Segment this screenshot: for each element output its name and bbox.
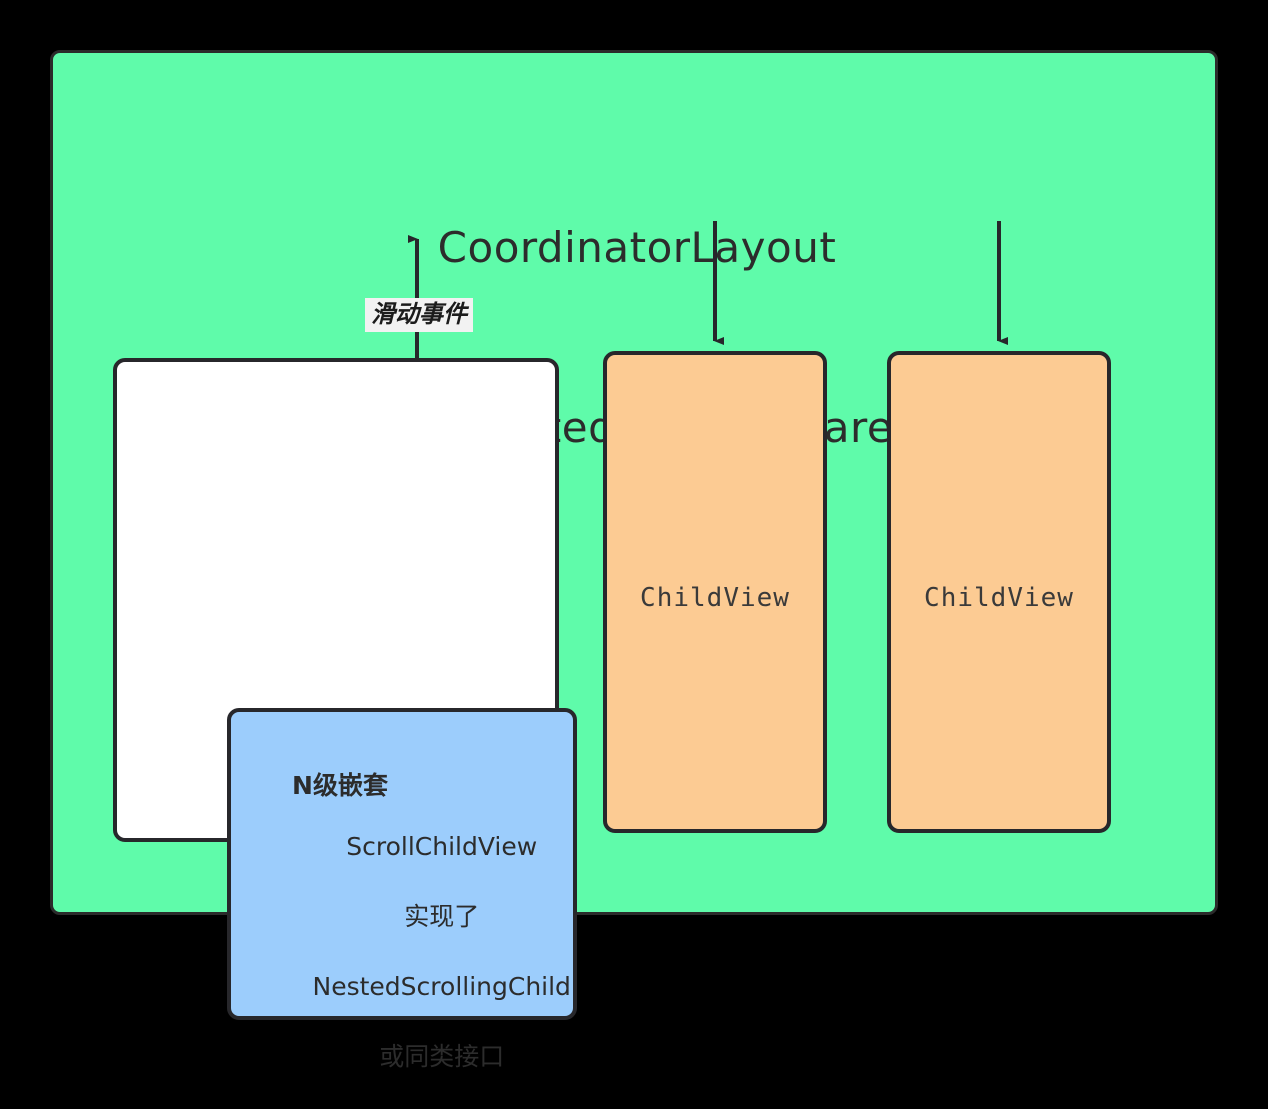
scroll-child-line-4: 或同类接口 — [379, 1042, 505, 1071]
scroll-child-line-3: NestedScrollingChild — [312, 972, 571, 1001]
scroll-child-line-2: 实现了 — [404, 902, 480, 931]
diagram-canvas: CoordinatorLayout 实现了NestedScrollingPare… — [50, 50, 1218, 1071]
child-view-label-2: ChildView — [924, 583, 1074, 613]
child-view-box-1: ChildView — [603, 351, 827, 833]
scroll-child-view-box: ScrollChildView 实现了 NestedScrollingChild… — [227, 708, 577, 1071]
title-line-1: CoordinatorLayout — [437, 223, 837, 272]
coordinator-layout-panel: CoordinatorLayout 实现了NestedScrollingPare… — [50, 50, 1218, 1071]
edge-label-scroll-event: 滑动事件 — [365, 298, 473, 332]
nested-container-footer-label: N级嵌套 — [292, 771, 388, 800]
child-view-label-1: ChildView — [640, 583, 790, 613]
child-view-box-2: ChildView — [887, 351, 1111, 833]
scroll-child-line-1: ScrollChildView — [346, 832, 538, 861]
nested-container-box: ScrollChildView 实现了 NestedScrollingChild… — [113, 358, 577, 1071]
scroll-child-view-label: ScrollChildView 实现了 NestedScrollingChild… — [231, 794, 573, 1109]
